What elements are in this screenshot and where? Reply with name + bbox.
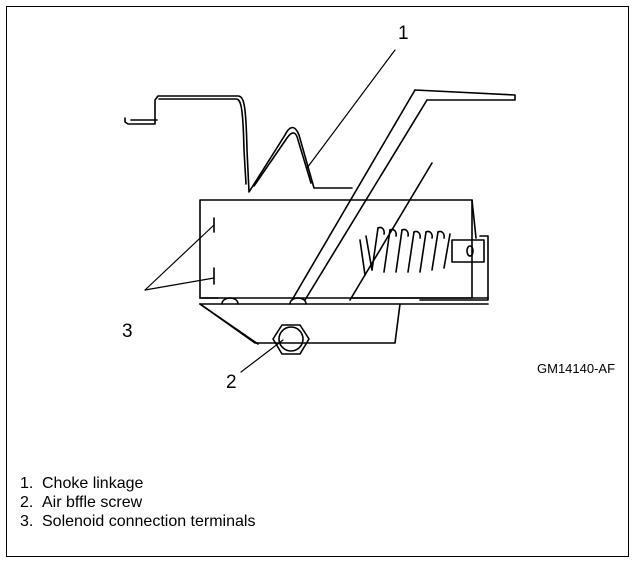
air-baffle-screw — [272, 324, 310, 355]
diagonal-arm-lower — [349, 162, 433, 301]
end-bracket — [419, 235, 489, 301]
leader-line-3b — [144, 277, 215, 291]
legend-text: Solenoid connection terminals — [42, 513, 256, 530]
callout-3: 3 — [122, 321, 133, 342]
callout-1: 1 — [398, 23, 409, 44]
leader-line-2 — [240, 339, 284, 373]
air-baffle-edge — [199, 303, 259, 345]
diagonal-arm — [291, 89, 428, 301]
choke-linkage-wire — [124, 95, 353, 193]
legend-item: 1. Choke linkage — [20, 474, 255, 493]
legend-list: 1. Choke linkage 2. Air bffle screw 3. Sole… — [20, 474, 255, 531]
legend-text: Choke linkage — [42, 475, 144, 492]
choke-linkage-wire-inner — [130, 98, 312, 187]
lever-plate — [414, 89, 516, 101]
figure-id: GM14140-AF — [537, 361, 616, 376]
figure-frame — [6, 6, 629, 557]
legend-item: 2. Air bffle screw — [20, 493, 255, 512]
leader-line-3a — [144, 224, 215, 291]
spring-coil — [359, 226, 451, 276]
leader-line-1 — [306, 49, 396, 169]
screw-washer — [278, 326, 304, 352]
legend-number: 2. — [20, 494, 34, 511]
legend-number: 1. — [20, 475, 34, 492]
terminal-bumps — [221, 297, 307, 305]
housing-side — [471, 199, 477, 239]
bottom-rail — [199, 297, 489, 305]
legend-number: 3. — [20, 513, 34, 530]
callout-2: 2 — [226, 372, 237, 393]
air-baffle — [199, 303, 401, 344]
pin-hole — [466, 245, 474, 257]
plunger-pin — [451, 239, 485, 263]
legend-text: Air bffle screw — [42, 494, 143, 511]
legend-item: 3. Solenoid connection terminals — [20, 512, 255, 531]
